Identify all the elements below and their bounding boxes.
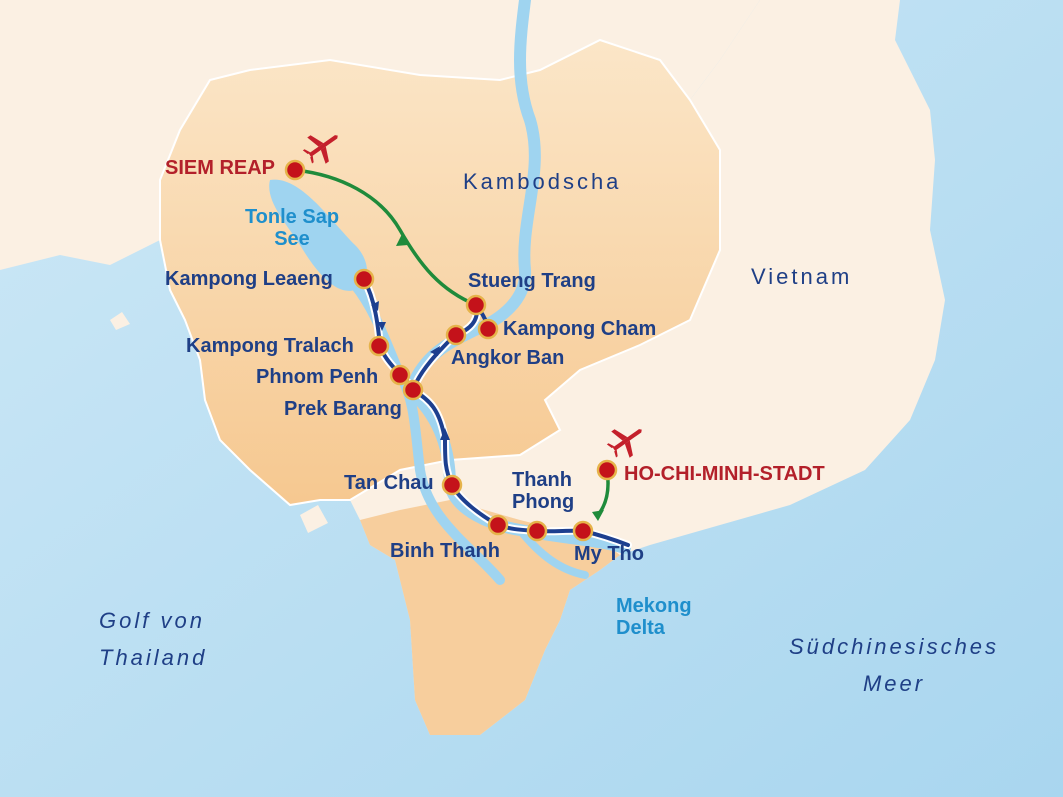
- stop-label-kampong-tralach: Kampong Tralach: [186, 335, 354, 357]
- stop-label-stueng-trang: Stueng Trang: [468, 270, 596, 292]
- stop-marker-kampong-cham: [477, 318, 499, 340]
- stop-marker-stueng-trang: [465, 294, 487, 316]
- route-arrow: [371, 301, 379, 311]
- water-label-mekong-delta: Mekong Delta: [616, 595, 692, 639]
- stop-marker-binh-thanh: [487, 514, 509, 536]
- transfer-route-siem-reap: [293, 168, 478, 307]
- stop-markers: [284, 159, 618, 542]
- stop-label-line: Phong: [512, 491, 575, 513]
- land-thailand-laos: [0, 0, 760, 270]
- route-arrow: [440, 428, 450, 440]
- stop-marker-kampong-tralach: [368, 335, 390, 357]
- sea-label-line: Thailand: [99, 645, 208, 671]
- island: [300, 505, 328, 533]
- sea-label-line: Golf von: [99, 608, 205, 633]
- stop-label-thanh-phong: Thanh Phong: [512, 469, 574, 513]
- stop-label-kampong-cham: Kampong Cham: [503, 318, 657, 340]
- water-label-line: Delta: [616, 617, 665, 639]
- airport-label-hcmc: HO-CHI-MINH-STADT: [624, 463, 825, 485]
- water-label-line: Mekong: [616, 595, 692, 617]
- stop-marker-prek-barang: [402, 379, 424, 401]
- route-arrow: [396, 234, 408, 246]
- water-label-line: Tonle Sap: [244, 206, 340, 228]
- country-label-cambodia: Kambodscha: [463, 169, 622, 194]
- water-label-tonle-sap: Tonle Sap See: [240, 206, 344, 250]
- stop-marker-angkor-ban: [445, 324, 467, 346]
- airplane-icon: [302, 135, 338, 164]
- stop-marker-my-tho: [572, 520, 594, 542]
- route-arrow: [430, 346, 440, 356]
- tonle-sap-lake: [269, 179, 368, 291]
- stop-marker-kampong-leaeng: [353, 268, 375, 290]
- water-label-line: See: [274, 228, 310, 250]
- stop-marker-tan-chau: [441, 474, 463, 496]
- stop-label-tan-chau: Tan Chau: [344, 472, 434, 494]
- cruise-route: [362, 277, 630, 547]
- stop-label-kampong-leaeng: Kampong Leaeng: [165, 268, 333, 290]
- sea-label-south-china-sea: Südchinesisches Meer: [765, 628, 1023, 703]
- route-arrow: [378, 322, 386, 331]
- stop-label-prek-barang: Prek Barang: [284, 398, 402, 420]
- stop-label-binh-thanh: Binh Thanh: [390, 540, 500, 562]
- stop-label-angkor-ban: Angkor Ban: [451, 347, 565, 369]
- country-label-vietnam: Vietnam: [751, 264, 853, 289]
- stop-label-line: Thanh: [512, 469, 572, 491]
- airport-label-siem-reap: SIEM REAP: [165, 157, 276, 179]
- stop-label-phnom-penh: Phnom Penh: [256, 366, 379, 388]
- route-arrow: [592, 510, 604, 521]
- land-cambodia: [159, 38, 721, 507]
- sea-label-line: Südchinesisches: [788, 634, 1000, 659]
- island: [110, 312, 130, 330]
- sea-label-line: Meer: [862, 671, 926, 697]
- stop-marker-siem-reap: [284, 159, 306, 181]
- mekong-branch: [516, 526, 589, 579]
- airplane-icon: [606, 429, 642, 458]
- stop-marker-phnom-penh: [389, 364, 411, 386]
- sea-label-gulf-of-thailand: Golf von Thailand: [99, 602, 207, 677]
- stop-label-my-tho: My Tho: [574, 543, 644, 565]
- stop-marker-thanh-phong: [526, 520, 548, 542]
- stop-marker-hcmc: [596, 459, 618, 481]
